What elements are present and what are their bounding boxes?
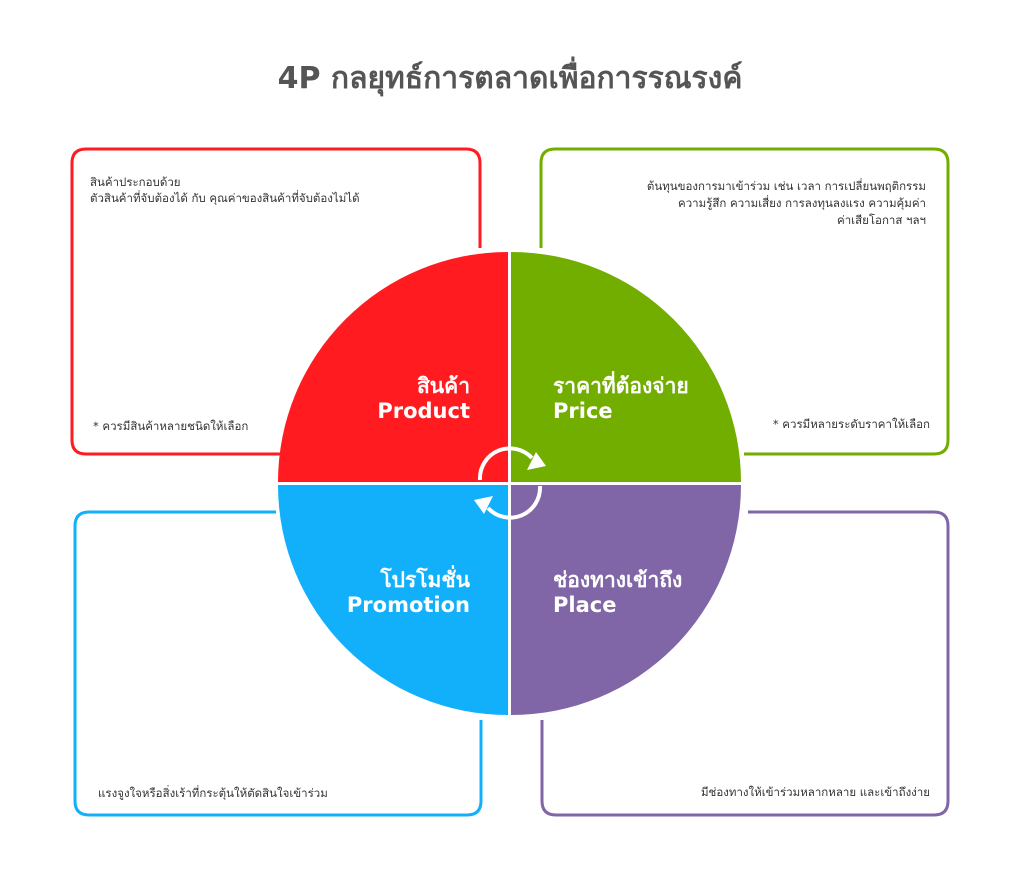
place-quadrant xyxy=(511,485,741,715)
product-label-th: สินค้า xyxy=(417,374,470,398)
promotion-label-th: โปรโมชั่น xyxy=(379,564,470,592)
place-box xyxy=(540,510,950,817)
price-quadrant xyxy=(511,252,741,482)
promotion-quadrant xyxy=(278,485,508,715)
place-label-en: Place xyxy=(553,593,616,617)
refresh-cycle-icon xyxy=(474,446,546,520)
price-label-th: ราคาที่ต้องจ่าย xyxy=(553,370,689,398)
product-note: * ควรมีสินค้าหลายชนิดให้เลือก xyxy=(93,419,248,433)
price-desc-line-2: ความรู้สึก ความเสี่ยง การลงทุนลงแรง ความ… xyxy=(678,195,926,210)
place-label-th: ช่องทางเข้าถึง xyxy=(553,568,682,592)
price-label-en: Price xyxy=(553,399,613,423)
product-desc-line-1: สินค้าประกอบด้วย xyxy=(90,175,181,189)
product-label-en: Product xyxy=(377,399,470,423)
place-note: มีช่องทางให้เข้าร่วมหลากหลาย และเข้าถึงง… xyxy=(701,785,930,799)
price-desc-line-1: ต้นทุนของการมาเข้าร่วม เช่น เวลา การเปลี… xyxy=(647,178,926,193)
price-desc-line-3: ค่าเสียโอกาส ฯลฯ xyxy=(837,213,926,227)
product-quadrant xyxy=(278,252,508,482)
product-desc-line-2: ตัวสินค้าที่จับต้องได้ กับ คุณค่าของสินค… xyxy=(90,190,360,205)
price-note: * ควรมีหลายระดับราคาให้เลือก xyxy=(773,417,930,431)
promotion-note: แรงจูงใจหรือสิ่งเร้าที่กระตุ้นให้ตัดสินใ… xyxy=(98,785,328,800)
page-title: 4P กลยุทธ์การตลาดเพื่อการรณรงค์ xyxy=(278,56,743,97)
price-box xyxy=(539,147,950,456)
promotion-box xyxy=(73,510,483,817)
promotion-label-en: Promotion xyxy=(347,593,470,617)
product-box xyxy=(70,147,482,456)
